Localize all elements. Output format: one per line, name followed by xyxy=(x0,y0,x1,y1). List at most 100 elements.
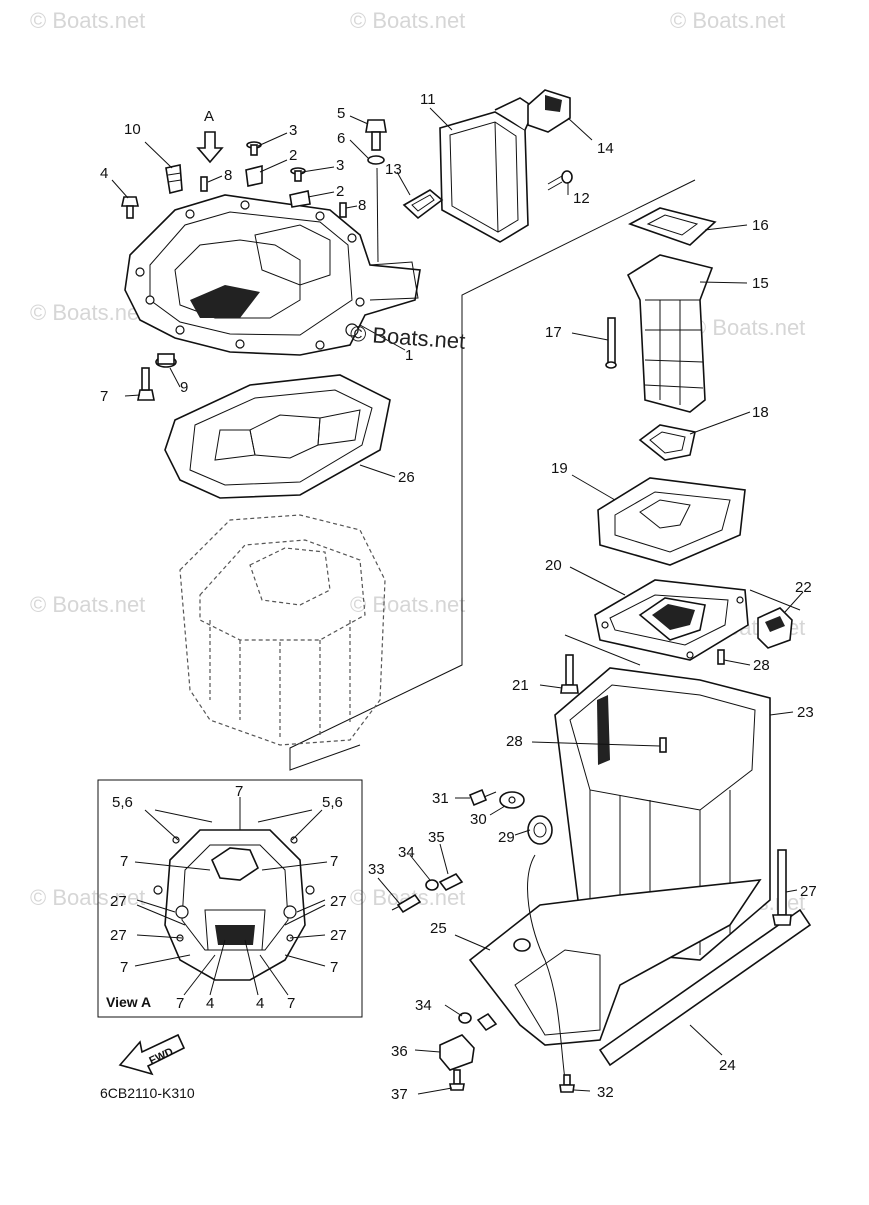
svg-text:© Boats.net: © Boats.net xyxy=(350,8,465,33)
svg-text:© Boats.net: © Boats.net xyxy=(30,8,145,33)
view-a-callout-27-right2: 27 xyxy=(330,927,347,944)
part-32-screw[interactable] xyxy=(559,1074,575,1093)
part-19-gasket[interactable] xyxy=(597,477,746,566)
view-arrow-label: A xyxy=(204,108,214,125)
callout-10: 10 xyxy=(124,121,141,138)
part-6-washer[interactable] xyxy=(367,155,385,165)
watermark-layer: © Boats.net © Boats.net © Boats.net © Bo… xyxy=(30,8,805,915)
part-30-bracket[interactable] xyxy=(499,791,525,809)
view-a-callout-7-right1: 7 xyxy=(330,853,338,870)
svg-text:© Boats.net: © Boats.net xyxy=(350,592,465,617)
view-a-callout-27-left1: 27 xyxy=(110,893,127,910)
watermark-prominent: © Boats.net xyxy=(349,321,466,354)
part-18-seal[interactable] xyxy=(638,424,696,461)
part-15-muffler[interactable] xyxy=(626,254,714,413)
view-a-callout-7-top: 7 xyxy=(235,783,243,800)
part-21-bolt[interactable] xyxy=(560,654,579,694)
part-14-cap[interactable] xyxy=(527,89,571,133)
callout-30: 30 xyxy=(470,811,487,828)
callout-11: 11 xyxy=(420,91,436,108)
part-26-gasket[interactable] xyxy=(164,374,391,499)
view-a-callout-7-bottom1: 7 xyxy=(176,995,184,1012)
part-7-bolt[interactable] xyxy=(137,367,155,401)
part-22-grommet[interactable] xyxy=(757,607,793,649)
view-a-title: View A xyxy=(106,994,151,1010)
part-10-plug[interactable] xyxy=(165,164,183,194)
part-37-screw[interactable] xyxy=(449,1069,465,1091)
callout-3-upper: 3 xyxy=(289,122,297,139)
part-13-gasket[interactable] xyxy=(402,189,444,220)
callout-37: 37 xyxy=(391,1086,408,1103)
callout-15: 15 xyxy=(752,275,769,292)
callout-35: 35 xyxy=(428,829,445,846)
callout-8-right: 8 xyxy=(358,197,366,214)
callout-6: 6 xyxy=(337,130,345,147)
part-4-bolt[interactable] xyxy=(121,196,139,219)
callout-2-lower: 2 xyxy=(336,183,344,200)
callout-5: 5 xyxy=(337,105,345,122)
callout-27: 27 xyxy=(800,883,817,900)
part-16-gasket[interactable] xyxy=(628,207,717,246)
view-direction-arrow-icon: A xyxy=(196,108,224,164)
leader-lines xyxy=(111,107,804,1095)
part-36-bracket[interactable] xyxy=(439,1034,475,1071)
view-a-callout-7-bottom2: 7 xyxy=(287,995,295,1012)
watermark-1: © Boats.net xyxy=(30,8,145,33)
part-20-plate[interactable] xyxy=(594,579,749,661)
callout-33: 33 xyxy=(368,861,385,878)
part-hose-fitting[interactable] xyxy=(476,1012,498,1032)
part-28-pin-lower[interactable] xyxy=(659,737,667,753)
part-2-clip-lower[interactable] xyxy=(289,190,311,208)
callout-26: 26 xyxy=(398,469,415,486)
callout-20: 20 xyxy=(545,557,562,574)
part-29-grommet[interactable] xyxy=(527,815,553,845)
callout-12: 12 xyxy=(573,190,590,207)
callout-31: 31 xyxy=(432,790,449,807)
callout-34-lower: 34 xyxy=(415,997,432,1014)
assembly-divider-lines xyxy=(289,179,801,771)
part-31-bolt[interactable] xyxy=(468,788,497,807)
watermark-9: © Boats.net xyxy=(30,885,145,910)
callout-13: 13 xyxy=(385,161,402,178)
part-25-lower-cover[interactable] xyxy=(468,879,762,1046)
callout-18: 18 xyxy=(752,404,769,421)
callout-7: 7 xyxy=(100,388,108,405)
part-12-bolt[interactable] xyxy=(547,170,573,191)
part-1-exhaust-guide[interactable] xyxy=(124,194,421,356)
part-11-oil-filter-housing[interactable] xyxy=(439,97,537,243)
callout-25: 25 xyxy=(430,920,447,937)
view-a-callout-27-right1: 27 xyxy=(330,893,347,910)
svg-text:© Boats.net: © Boats.net xyxy=(30,885,145,910)
callout-3-lower: 3 xyxy=(336,157,344,174)
part-9-plug[interactable] xyxy=(155,353,177,368)
watermark-3: © Boats.net xyxy=(670,8,785,33)
svg-text:© Boats.net: © Boats.net xyxy=(30,300,145,325)
part-8-pin-left[interactable] xyxy=(200,176,208,192)
callout-23: 23 xyxy=(797,704,814,721)
callout-36: 36 xyxy=(391,1043,408,1060)
part-5-bolt[interactable] xyxy=(365,119,387,151)
part-28-pin-upper[interactable] xyxy=(717,649,725,665)
part-27-bolt[interactable] xyxy=(772,849,792,926)
part-17-bolt[interactable] xyxy=(605,317,617,369)
callout-17: 17 xyxy=(545,324,562,341)
part-33-sensor[interactable] xyxy=(391,893,422,914)
part-2-clip-upper[interactable] xyxy=(245,164,263,187)
view-a-callout-27-left2: 27 xyxy=(110,927,127,944)
part-3-screw-upper[interactable] xyxy=(246,141,262,156)
callout-2-upper: 2 xyxy=(289,147,297,164)
part-3-screw-lower[interactable] xyxy=(290,167,306,182)
part-24-strip[interactable] xyxy=(598,908,812,1067)
callout-21: 21 xyxy=(512,677,529,694)
callout-24: 24 xyxy=(719,1057,736,1074)
part-34-fitting-upper[interactable] xyxy=(425,879,439,891)
watermark-4: © Boats.net xyxy=(30,300,145,325)
view-a-callout-7-right2: 7 xyxy=(330,959,338,976)
part-35-cable[interactable] xyxy=(438,854,566,1081)
part-8-pin-right[interactable] xyxy=(339,202,347,218)
fwd-arrow-icon: FWD xyxy=(118,1033,186,1076)
svg-text:© Boats.net: © Boats.net xyxy=(670,8,785,33)
part-34-fitting-lower[interactable] xyxy=(458,1012,472,1024)
view-a-callout-56-right: 5,6 xyxy=(322,794,343,811)
